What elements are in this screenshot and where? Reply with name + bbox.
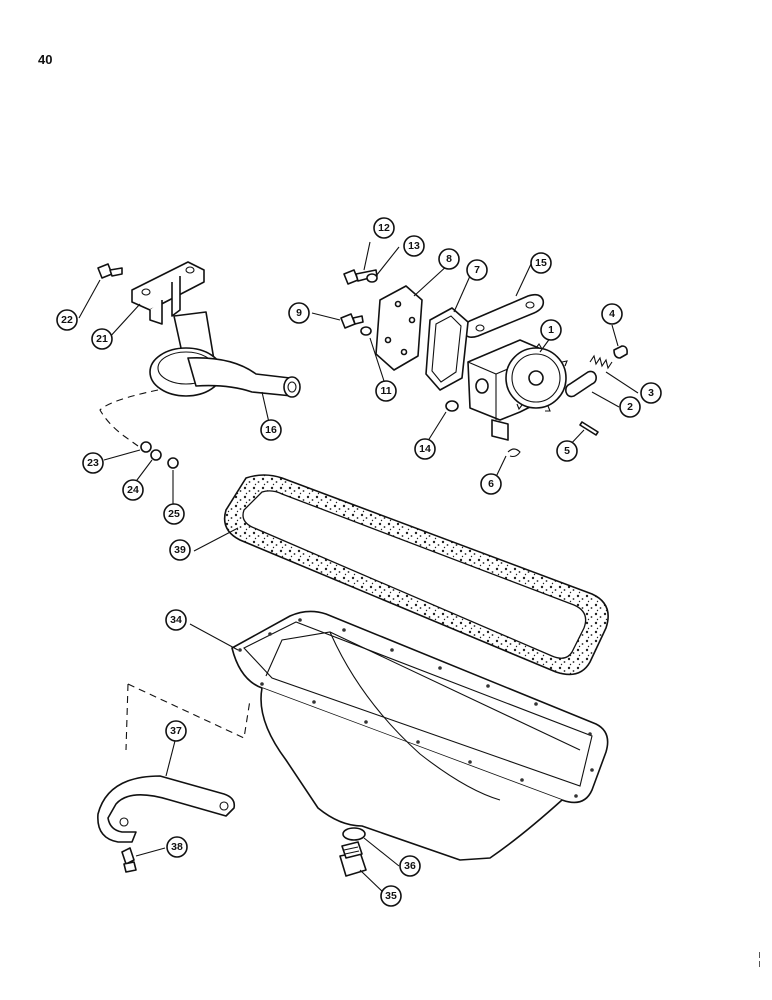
nut-25: [167, 457, 179, 469]
svg-text:13: 13: [408, 240, 420, 252]
svg-text:16: 16: [265, 424, 277, 436]
callout-36: 36: [399, 855, 421, 877]
callout-8: 8: [438, 248, 460, 270]
o-ring: [445, 400, 459, 412]
callout-16: 16: [260, 419, 282, 441]
svg-text:24: 24: [127, 484, 139, 496]
callout-7: 7: [466, 259, 488, 281]
callout-13: 13: [403, 235, 425, 257]
svg-text:34: 34: [170, 614, 182, 626]
pump-cover-gasket: [425, 307, 469, 391]
svg-text:6: 6: [488, 478, 494, 490]
svg-text:22: 22: [61, 314, 73, 326]
svg-text:23: 23: [87, 457, 99, 469]
svg-text:2: 2: [627, 401, 633, 413]
svg-text:4: 4: [609, 308, 615, 320]
callout-24: 24: [122, 479, 144, 501]
callout-9: 9: [288, 302, 310, 324]
callout-2: 2: [619, 396, 641, 418]
relief-plug: [613, 345, 628, 359]
svg-text:12: 12: [378, 222, 390, 234]
callout-21: 21: [91, 328, 113, 350]
drain-plug: [339, 841, 367, 877]
lock-washer: [366, 273, 378, 283]
callout-14: 14: [414, 438, 436, 460]
callout-38: 38: [166, 836, 188, 858]
strap-bolt: [121, 847, 137, 873]
svg-text:7: 7: [474, 264, 480, 276]
cover-bolt-lower: [340, 313, 364, 329]
drain-plug-washer: [342, 827, 366, 841]
washer-23: [140, 441, 152, 453]
relief-spring: [589, 354, 613, 370]
callout-3: 3: [640, 382, 662, 404]
svg-text:3: 3: [648, 387, 654, 399]
svg-text:36: 36: [404, 860, 416, 872]
svg-text:15: 15: [535, 257, 547, 269]
pump-cover-plate: [375, 285, 423, 371]
callouts: 1 2 3 4 5 6 7 8 9 11 12 13 14 15 16 21 2…: [56, 217, 662, 907]
callout-23: 23: [82, 452, 104, 474]
svg-text:8: 8: [446, 253, 452, 265]
washer-24: [150, 449, 162, 461]
screw-22: [97, 263, 123, 279]
svg-text:38: 38: [171, 841, 183, 853]
svg-text:21: 21: [96, 333, 108, 345]
callout-22: 22: [56, 309, 78, 331]
svg-text:39: 39: [174, 544, 186, 556]
scan-edge-marks: [758, 952, 762, 972]
callout-34: 34: [165, 609, 187, 631]
callout-37: 37: [165, 720, 187, 742]
svg-text:11: 11: [380, 385, 391, 397]
svg-text:1: 1: [548, 324, 554, 336]
callout-35: 35: [380, 885, 402, 907]
callout-11: 11: [375, 380, 397, 402]
callout-1: 1: [540, 319, 562, 341]
svg-text:5: 5: [564, 445, 570, 457]
pump-gasket-strip: [462, 293, 545, 338]
oil-pan: [231, 610, 609, 861]
svg-text:9: 9: [296, 307, 302, 319]
callout-39: 39: [169, 539, 191, 561]
tube-dash-line: [99, 389, 159, 447]
relief-valve: [565, 370, 597, 398]
svg-text:35: 35: [385, 890, 397, 902]
svg-text:37: 37: [170, 725, 182, 737]
callout-25: 25: [163, 503, 185, 525]
page-number: 40: [38, 52, 53, 67]
lock-washer-lower: [360, 326, 372, 336]
pickup-bracket: [131, 261, 205, 325]
oil-pickup-tube: [149, 311, 301, 398]
pan-dash-line: [125, 683, 251, 751]
snap-ring: [507, 448, 521, 458]
pump-pin: [579, 421, 599, 436]
pan-support-strap: [97, 775, 236, 843]
callout-15: 15: [530, 252, 552, 274]
callout-6: 6: [480, 473, 502, 495]
svg-text:25: 25: [168, 508, 180, 520]
callout-4: 4: [601, 303, 623, 325]
svg-text:14: 14: [419, 443, 431, 455]
callout-12: 12: [373, 217, 395, 239]
oil-pump-body: [467, 339, 573, 441]
callout-5: 5: [556, 440, 578, 462]
